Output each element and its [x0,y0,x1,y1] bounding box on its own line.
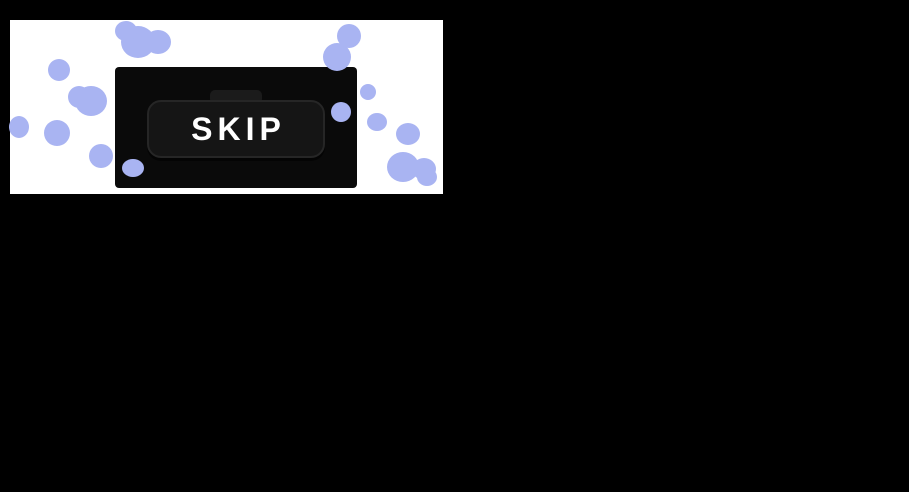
ad-panel: SKIP [115,67,357,188]
skip-button[interactable]: SKIP [147,100,325,158]
skip-button-label: SKIP [191,110,286,147]
drawing-canvas[interactable]: SKIP [10,20,443,194]
